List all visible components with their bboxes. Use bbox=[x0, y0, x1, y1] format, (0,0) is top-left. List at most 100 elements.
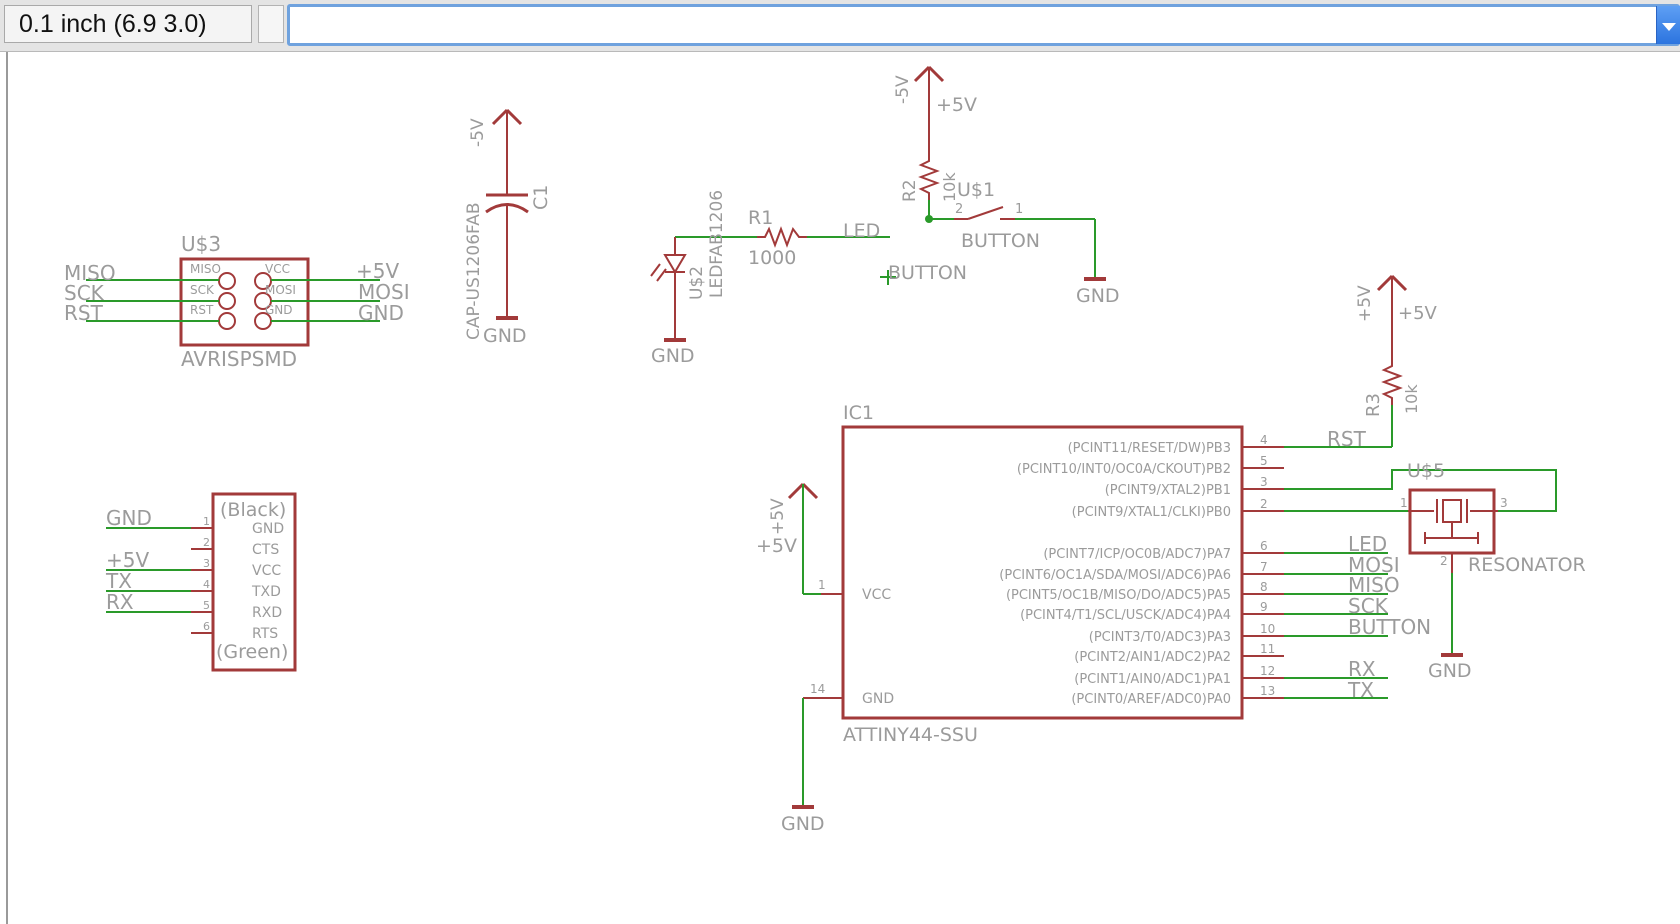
ic1-pin-label: (PCINT10/INT0/OC0A/CKOUT)PB2 bbox=[1017, 462, 1231, 477]
button-u1-r2[interactable]: -5V +5V R2 10k U$1 2 1 BUTTON BUTTON GND bbox=[880, 65, 1120, 307]
pin-number: 14 bbox=[810, 682, 825, 696]
ic1-pin-label: (PCINT3/T0/ADC3)PA3 bbox=[1089, 630, 1231, 645]
part-value: LEDFAB1206 bbox=[707, 190, 727, 298]
part-name: U$5 bbox=[1407, 460, 1445, 482]
command-history-dropdown-button[interactable] bbox=[1656, 6, 1680, 44]
net-label-gnd: GND bbox=[651, 345, 695, 367]
ic1-pin-label: (PCINT6/OC1A/SDA/MOSI/ADC6)PA6 bbox=[999, 568, 1231, 583]
part-value: ATTINY44-SSU bbox=[843, 724, 978, 746]
part-name: R2 bbox=[900, 179, 920, 202]
net-label-button: BUTTON bbox=[1348, 615, 1431, 639]
net-label-5v: +5V bbox=[936, 94, 977, 116]
part-value: 10k bbox=[940, 172, 959, 202]
pin-number: 13 bbox=[1260, 684, 1275, 698]
pin-number: 4 bbox=[1260, 433, 1268, 447]
pin-label: MOSI bbox=[265, 283, 296, 297]
net-label-5v: +5V bbox=[1355, 285, 1375, 322]
net-label-tx: TX bbox=[1347, 678, 1374, 702]
net-label-miso: MISO bbox=[64, 261, 116, 285]
part-value: 10k bbox=[1402, 384, 1421, 414]
led-u2-r1[interactable]: R1 1000 LED GND U$2 LEDFAB1206 bbox=[650, 190, 890, 367]
ic1-pin-label: (PCINT1/AIN0/ADC1)PA1 bbox=[1074, 672, 1231, 687]
net-label-sck: SCK bbox=[64, 281, 105, 305]
ic1-pin-label: (PCINT5/OC1B/MISO/DO/ADC5)PA5 bbox=[1006, 588, 1231, 603]
capacitor-c1[interactable]: -5V CAP-US1206FAB C1 GND bbox=[464, 108, 552, 347]
pin-number: 4 bbox=[203, 578, 210, 591]
net-label-5v: +5V bbox=[1398, 303, 1438, 324]
resonator-u5[interactable]: U$5 RESONATOR 1 3 2 GND bbox=[1400, 460, 1586, 682]
coordinate-display: 0.1 inch (6.9 3.0) bbox=[4, 5, 252, 43]
ic1-pin-label: (PCINT2/AIN1/ADC2)PA2 bbox=[1074, 650, 1231, 665]
pin-number: 8 bbox=[1260, 580, 1268, 594]
pin-label: VCC bbox=[252, 563, 281, 579]
ic1-pin-label: (PCINT9/XTAL1/CLKI)PB0 bbox=[1072, 505, 1231, 520]
part-name: IC1 bbox=[843, 402, 874, 424]
pin-label: RXD bbox=[252, 605, 282, 621]
net-label-5v: +5V bbox=[756, 535, 797, 557]
part-value: RESONATOR bbox=[1468, 554, 1586, 576]
ic1-pin-label: (PCINT0/AREF/ADC0)PA0 bbox=[1071, 692, 1231, 707]
part-value: AVRISPSMD bbox=[181, 347, 297, 371]
pin-number: 2 bbox=[955, 202, 963, 217]
net-label-led: LED bbox=[843, 220, 880, 242]
pin-number: 2 bbox=[203, 536, 210, 549]
net-label-minus5v: -5V bbox=[893, 75, 913, 104]
pin-number: 2 bbox=[1440, 554, 1448, 568]
net-label-5v: +5V bbox=[356, 259, 399, 283]
part-name: R3 bbox=[1363, 393, 1384, 417]
ftdi-bottom-label: (Green) bbox=[216, 641, 288, 663]
pin-label-vcc: VCC bbox=[862, 587, 891, 603]
pin-number: 6 bbox=[203, 620, 210, 633]
pin-label: SCK bbox=[190, 283, 215, 297]
toolbar: 0.1 inch (6.9 3.0) bbox=[0, 0, 1680, 52]
net-label-rx: RX bbox=[1348, 657, 1376, 681]
part-name: R1 bbox=[748, 207, 773, 229]
ic1-pin-label: (PCINT11/RESET/DW)PB3 bbox=[1068, 441, 1231, 456]
pin-number: 6 bbox=[1260, 539, 1268, 553]
net-label-gnd: GND bbox=[106, 506, 152, 530]
pin-number: 11 bbox=[1260, 642, 1275, 656]
avrisp-header-u3[interactable]: MISO SCK RST VCC MOSI GND U$3 AVRISPSMD … bbox=[64, 232, 410, 371]
net-label-gnd: GND bbox=[483, 325, 527, 347]
pin-label: GND bbox=[252, 521, 284, 537]
pin-number: 1 bbox=[1400, 496, 1408, 510]
part-value: 1000 bbox=[748, 247, 796, 269]
net-label-5v: +5V bbox=[106, 548, 149, 572]
ftdi-outline bbox=[211, 492, 297, 672]
pin-number: 9 bbox=[1260, 600, 1268, 614]
pin-number: 1 bbox=[1015, 202, 1023, 217]
part-value: CAP-US1206FAB bbox=[464, 202, 484, 340]
resistor-r3[interactable]: +5V +5V R3 10k bbox=[1355, 274, 1438, 447]
pin-label: RTS bbox=[252, 626, 278, 642]
pin-number: 1 bbox=[203, 515, 210, 528]
ic1-pin-label: (PCINT7/ICP/OC0B/ADC7)PA7 bbox=[1043, 547, 1231, 562]
net-label-gnd: GND bbox=[1428, 660, 1472, 682]
net-label-rst: RST bbox=[64, 301, 104, 325]
net-label-miso: MISO bbox=[1348, 573, 1400, 597]
pin-number: 3 bbox=[1500, 496, 1508, 510]
net-label-rx: RX bbox=[106, 590, 134, 614]
part-value: BUTTON bbox=[961, 230, 1040, 252]
pin-number: 2 bbox=[1260, 497, 1268, 511]
command-line-input[interactable] bbox=[287, 4, 1680, 46]
net-label-led: LED bbox=[1348, 532, 1387, 556]
ic1-pin-label: (PCINT9/XTAL2)PB1 bbox=[1105, 483, 1231, 498]
toolbar-separator bbox=[258, 5, 284, 43]
chevron-down-icon bbox=[1662, 23, 1676, 31]
pin-number: 10 bbox=[1260, 622, 1275, 636]
net-label-rst: RST bbox=[1327, 427, 1367, 451]
ic1-outline bbox=[841, 425, 1244, 720]
ftdi-header[interactable]: (Black) (Green) 1 2 3 4 5 6 GND CTS VCC … bbox=[105, 492, 297, 672]
ic1-pin-label: (PCINT4/T1/SCL/USCK/ADC4)PA4 bbox=[1020, 608, 1231, 623]
part-name: C1 bbox=[530, 185, 552, 210]
pin-label: MISO bbox=[190, 262, 221, 276]
part-name: U$2 bbox=[687, 266, 707, 300]
net-label-gnd: GND bbox=[781, 813, 825, 835]
ic1-attiny44[interactable]: 4 (PCINT11/RESET/DW)PB3 5 (PCINT10/INT0/OC0… bbox=[756, 402, 1557, 835]
pin-number: 5 bbox=[1260, 454, 1268, 468]
pin-label: VCC bbox=[265, 262, 290, 276]
pin-label: TXD bbox=[251, 584, 281, 600]
pin-label: GND bbox=[265, 303, 293, 317]
net-label-mosi: MOSI bbox=[358, 280, 410, 304]
